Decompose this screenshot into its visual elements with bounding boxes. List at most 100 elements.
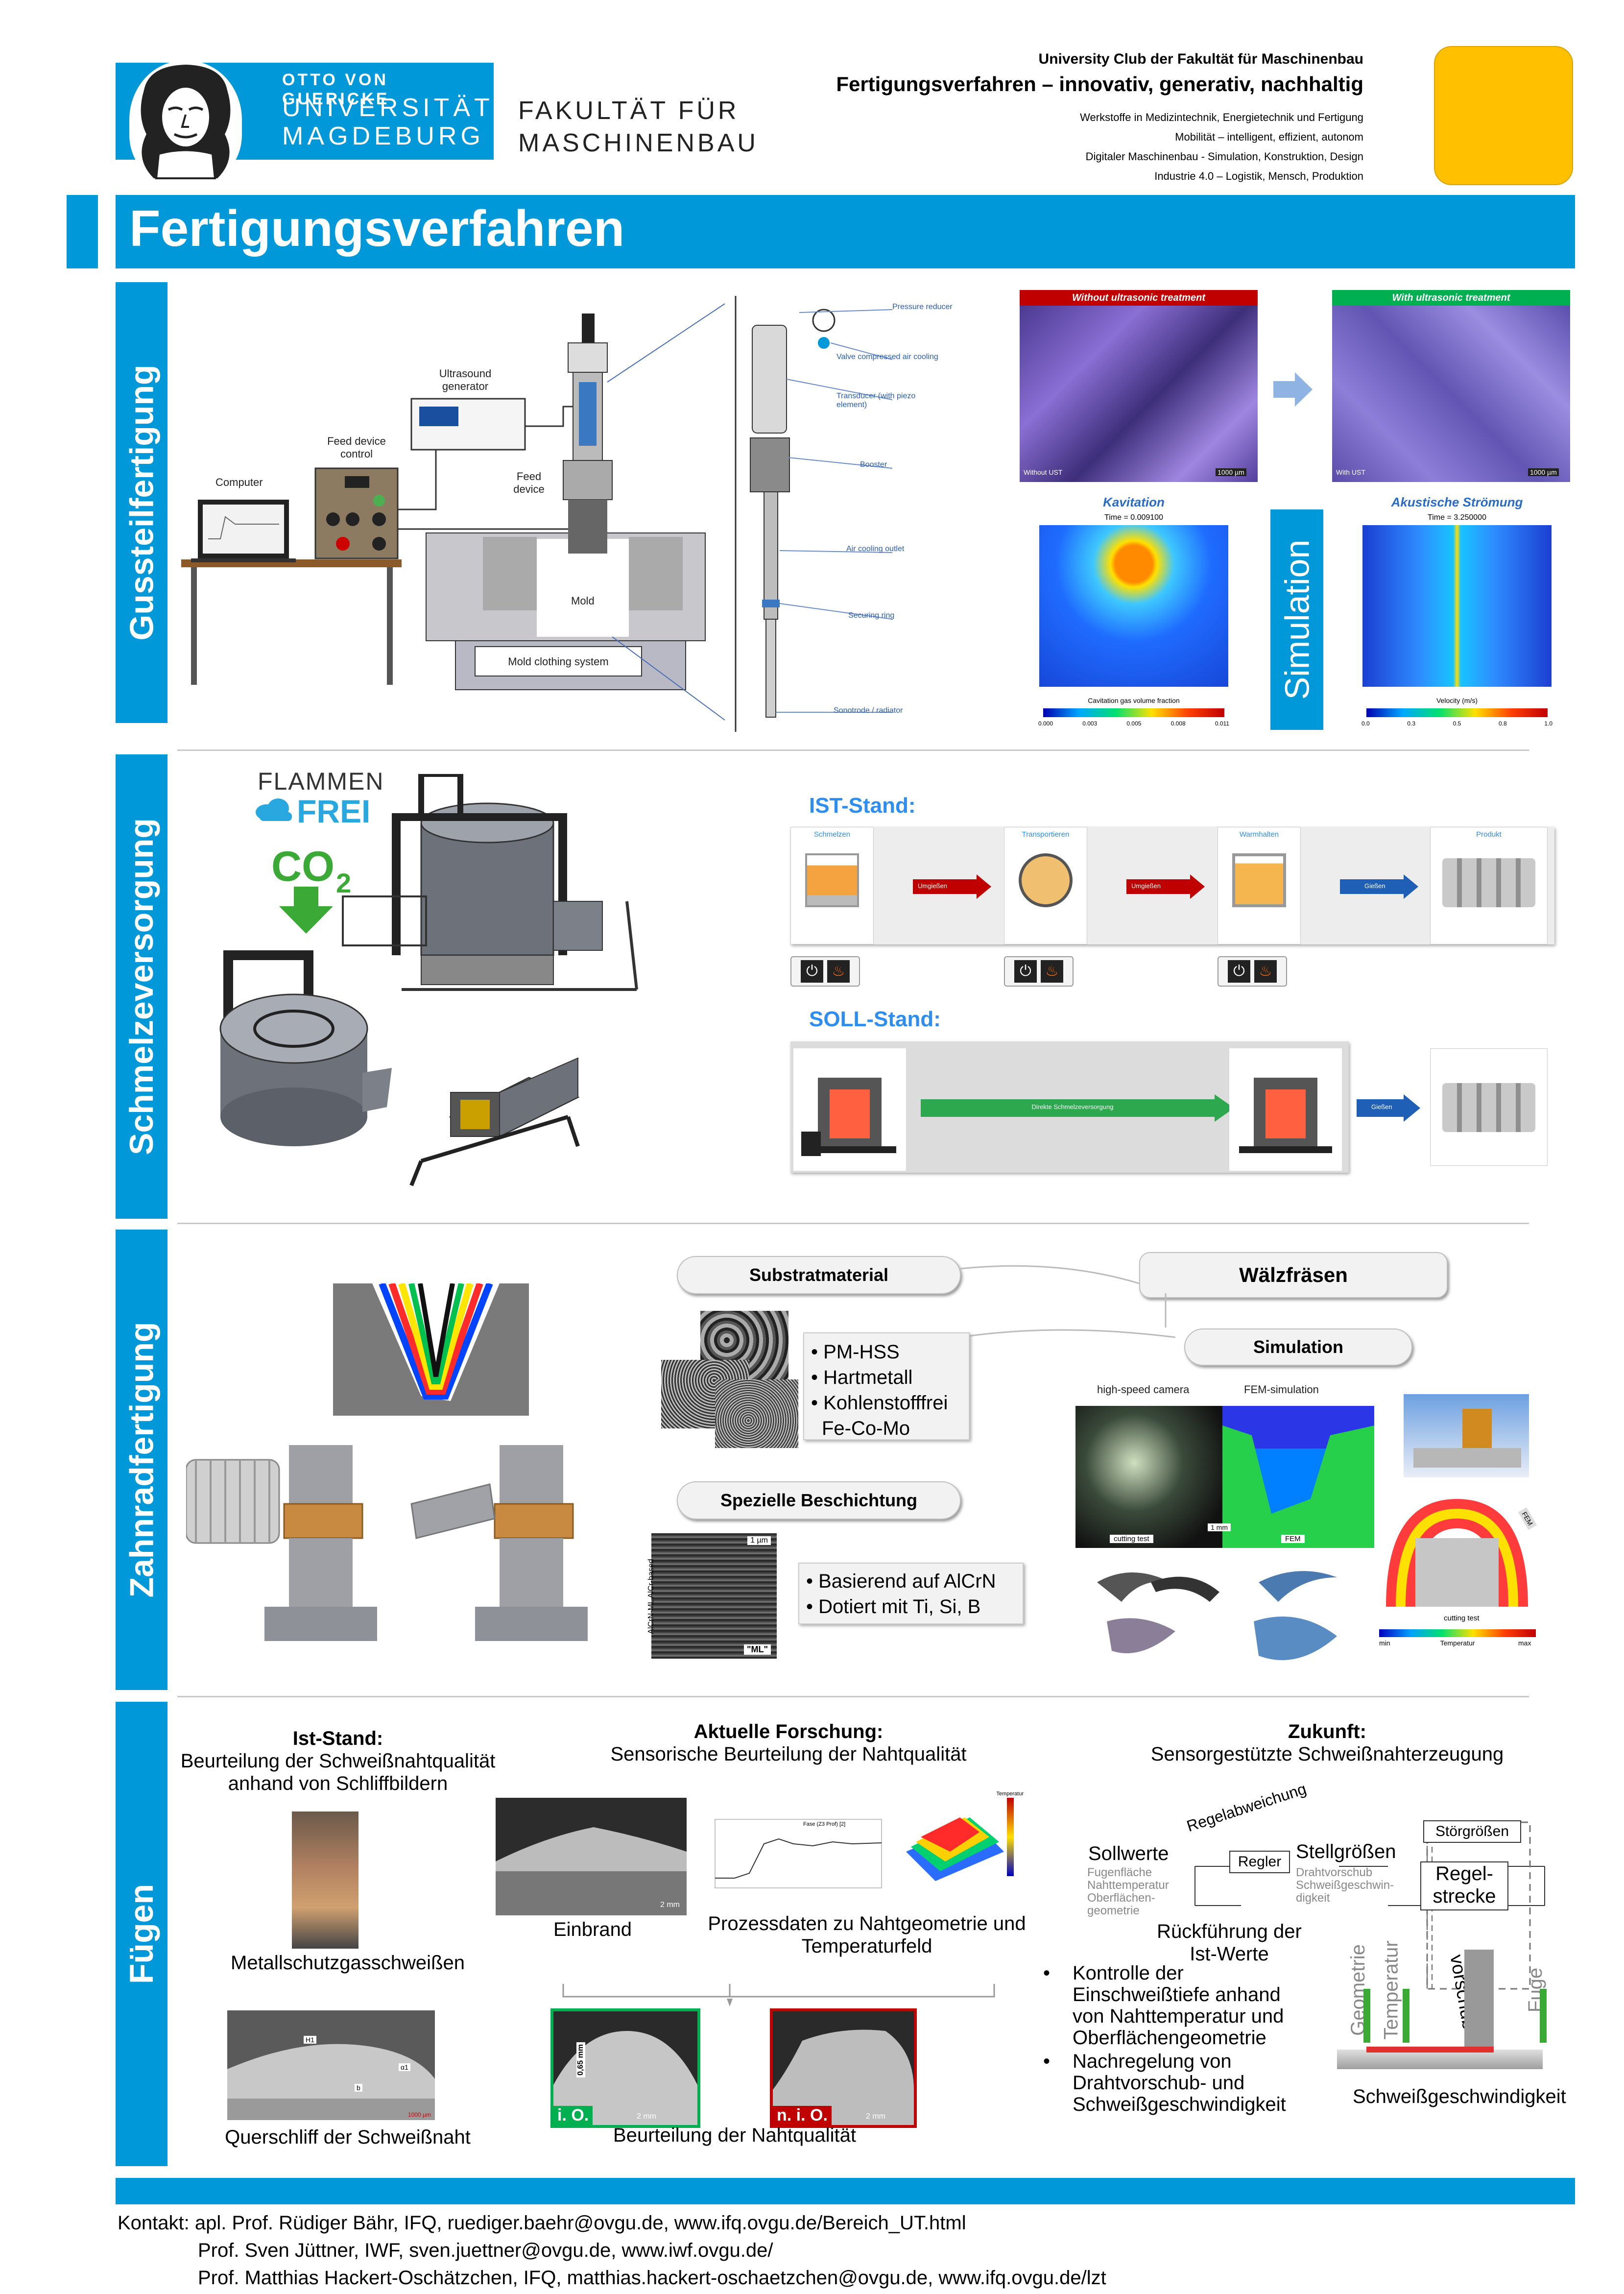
label-securing: Securing ring bbox=[848, 611, 895, 620]
temp-legend-label: Temperatur bbox=[1440, 1639, 1475, 1647]
with-tag: With UST bbox=[1336, 468, 1365, 476]
material-item: • Kohlenstofffrei bbox=[811, 1392, 948, 1414]
b-label: b bbox=[355, 2084, 362, 2092]
melting-furnace-icon bbox=[805, 853, 859, 907]
step-label: Produkt bbox=[1476, 830, 1502, 839]
substrate-micrographs bbox=[661, 1311, 798, 1453]
sollwerte-label: Sollwerte bbox=[1088, 1843, 1169, 1864]
msg-label: Metallschutzgasschweißen bbox=[231, 1952, 465, 1974]
arrow-giessen: Gießen bbox=[1340, 874, 1418, 899]
welding-torch-image bbox=[292, 1811, 358, 1949]
flame-icon: ♨ bbox=[1254, 960, 1277, 983]
coat-side-label: AlCrN-ML AlCr-based bbox=[647, 1559, 655, 1634]
regler-box[interactable]: Regler bbox=[1229, 1851, 1290, 1873]
soll-arrow-label: Direkte Schmelzeversorgung bbox=[1031, 1103, 1114, 1111]
kav-tick: 0.003 bbox=[1082, 720, 1098, 727]
plug-icon: ⏻ bbox=[1228, 960, 1250, 983]
sensor-temperatur: Temperatur bbox=[1381, 1940, 1415, 2067]
step-holding: Warmhalten bbox=[1218, 827, 1301, 944]
soll-pour-arrow: Gießen bbox=[1357, 1094, 1420, 1122]
cloud-icon bbox=[255, 797, 294, 821]
crucible-illustrations bbox=[206, 771, 774, 1205]
sensor-bar bbox=[1363, 1989, 1370, 2043]
waelzfraesen-box: Wälzfräsen bbox=[1139, 1252, 1448, 1298]
without-header: Without ultrasonic treatment bbox=[1020, 290, 1258, 306]
flame-icon: ♨ bbox=[1041, 960, 1063, 983]
soll-furnace-left bbox=[793, 1048, 906, 1171]
substratmaterial-box: Substratmaterial bbox=[677, 1256, 961, 1294]
einbrand-label: Einbrand bbox=[553, 1919, 632, 1940]
akustik-sim: Akustische Strömung Time = 3.250000 Velo… bbox=[1357, 495, 1557, 740]
ist-stand-title: IST-Stand: bbox=[809, 794, 916, 818]
label-ultrasound: Ultrasound generator bbox=[439, 367, 492, 392]
vel-ticks: 0.0 0.3 0.5 0.8 1.0 bbox=[1361, 720, 1552, 727]
down-arrow-icon bbox=[279, 887, 333, 934]
scale-1000: 1000 µm bbox=[408, 2111, 431, 2118]
bullet-item: •Kontrolle der Einschweißtiefe anhand vo… bbox=[1043, 1962, 1284, 2049]
beurteilung-label: Beurteilung der Nahtqualität bbox=[613, 2125, 856, 2146]
label-transducer: Transducer (with piezo element) bbox=[836, 392, 916, 409]
section-divider bbox=[177, 1696, 1529, 1697]
zukunft-bullets: •Kontrolle der Einschweißtiefe anhand vo… bbox=[1043, 1962, 1317, 2115]
label-computer: Computer bbox=[215, 476, 263, 488]
co2-text: CO bbox=[271, 843, 334, 890]
simulation-label-box: Simulation bbox=[1270, 509, 1323, 730]
micrograph-with-panel: With ultrasonic treatment With UST 1000 … bbox=[1332, 290, 1570, 486]
materials-box: • PM-HSS • Hartmetall • Kohlenstofffrei … bbox=[803, 1332, 970, 1440]
material-item: • PM-HSS bbox=[811, 1341, 900, 1363]
section-label-schmelz: Schmelzeversorgung bbox=[116, 754, 167, 1219]
kav-title: Kavitation bbox=[1103, 495, 1165, 509]
einbrand-image: 2 mm bbox=[496, 1798, 687, 1915]
h1-label: H1 bbox=[304, 2036, 316, 2044]
plug-icon: ⏻ bbox=[1014, 960, 1037, 983]
sensor-geometrie: Geometrie bbox=[1347, 1940, 1376, 2067]
guericke-portrait-icon bbox=[129, 61, 242, 184]
label-air-outlet: Air cooling outlet bbox=[846, 545, 905, 553]
zuk-title: Zukunft: bbox=[1288, 1721, 1366, 1742]
kav-legend-bar bbox=[1043, 708, 1224, 717]
a1-label: α1 bbox=[399, 2063, 410, 2071]
topic-item: Digitaler Maschinenbau - Simulation, Kon… bbox=[1085, 150, 1363, 163]
zuk-desc: Sensorgestützte Schweißnahterzeugung bbox=[1150, 1743, 1504, 1765]
process-plot: Fase (Z3 Prof) [2] bbox=[705, 1814, 886, 1898]
topic-list: Werkstoffe in Medizintechnik, Energietec… bbox=[1080, 108, 1363, 186]
step-label: Warmhalten bbox=[1239, 830, 1279, 839]
akt-title: Aktuelle Forschung: bbox=[693, 1721, 884, 1742]
label-booster: Booster bbox=[860, 460, 887, 469]
workpiece-plate bbox=[1337, 2050, 1543, 2069]
prozess-label: Prozessdaten zu Nahtgeometrie und Temper… bbox=[708, 1913, 1026, 1957]
soll-stand-title: SOLL-Stand: bbox=[809, 1007, 941, 1031]
material-item: Fe-Co-Mo bbox=[822, 1418, 910, 1439]
step-label: Transportieren bbox=[1022, 830, 1070, 839]
mm-label: 1 mm bbox=[1208, 1523, 1231, 1531]
coating-micrograph: 1 µm "ML" bbox=[651, 1533, 777, 1659]
kav-legend-label: Cavitation gas volume fraction bbox=[1088, 697, 1180, 704]
coating-item: • Dotiert mit Ti, Si, B bbox=[806, 1596, 981, 1618]
micrograph-without-panel: Without ultrasonic treatment Without UST… bbox=[1020, 290, 1258, 486]
arrow-label: Umgießen bbox=[918, 882, 947, 890]
label-feed-control: Feed device control bbox=[327, 435, 386, 460]
kav-ticks: 0.000 0.003 0.005 0.008 0.011 bbox=[1038, 720, 1229, 727]
bullet-item: •Nachregelung von Drahtvorschub- und Sch… bbox=[1043, 2051, 1286, 2115]
uni-name-line2: UNIVERSITÄT bbox=[282, 94, 494, 122]
vel-tick: 0.3 bbox=[1407, 720, 1416, 727]
section-divider bbox=[177, 1223, 1529, 1224]
akt-desc: Sensorische Beurteilung der Nahtqualität bbox=[610, 1743, 967, 1765]
einbrand-scale: 2 mm bbox=[660, 1901, 680, 1909]
co2-logo: CO 2 bbox=[269, 843, 367, 934]
topic-item: Werkstoffe in Medizintechnik, Energietec… bbox=[1080, 111, 1363, 123]
faculty-name-line2: MASCHINENBAU bbox=[518, 129, 759, 157]
cutting-label: cutting test bbox=[1110, 1535, 1153, 1543]
lab-setup-diagram: Computer Feed device control Ultrasound … bbox=[181, 294, 730, 725]
flammen-text: FLAMMEN bbox=[258, 768, 384, 795]
hs-camera-label: high-speed camera bbox=[1097, 1383, 1190, 1396]
querschliff-image: H1 b α1 1000 µm bbox=[227, 2010, 435, 2120]
sensor-bar bbox=[1540, 1989, 1547, 2043]
transport-ladle-icon bbox=[1019, 853, 1073, 907]
nio-scale: 2 mm bbox=[866, 2112, 885, 2121]
kav-tick: 0.005 bbox=[1126, 720, 1142, 727]
speed-label: Schweißgeschwindigkeit bbox=[1353, 2086, 1566, 2107]
sensor-drahtvorschub: Draht-vorschub bbox=[1440, 1940, 1496, 2067]
nio-image: n. i. O. 2 mm bbox=[770, 2008, 917, 2128]
coat-scale: 1 µm bbox=[747, 1536, 771, 1545]
